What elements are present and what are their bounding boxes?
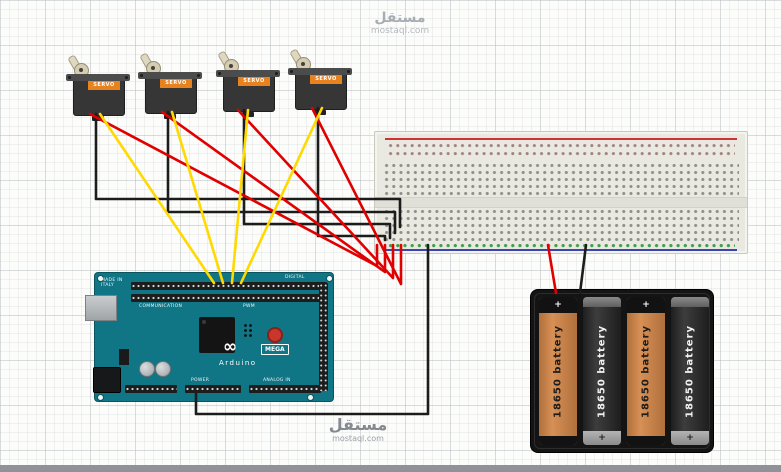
battery-cell-3[interactable]: + 18650 battery [627, 297, 665, 445]
wire-servo2-ground[interactable] [166, 110, 397, 235]
servo-label: SERVO [238, 77, 270, 86]
servo-3[interactable]: SERVO [216, 50, 280, 117]
battery-top-cap [583, 297, 621, 307]
wire-arduino-ground[interactable] [194, 243, 430, 416]
breadboard-negative-rail-line [385, 249, 737, 251]
made-in-italy-label: MADE IN ITALY [101, 278, 123, 289]
battery-positive-cap: + [627, 297, 665, 313]
digital-header-row1[interactable] [131, 282, 327, 290]
battery-negative-cap [539, 436, 577, 445]
battery-cell-2[interactable]: 18650 battery + [583, 297, 621, 445]
battery-holder-4x18650[interactable]: + 18650 battery 18650 battery + + 18650 … [530, 289, 714, 453]
wire-servo3-signal[interactable] [230, 108, 250, 285]
wire-battery-positive[interactable] [546, 243, 558, 295]
servo-4[interactable]: SERVO [288, 48, 352, 115]
breadboard-positive-rail-line [385, 138, 737, 140]
analog-in-label: ANALOG IN [263, 378, 291, 383]
mount-hole [307, 394, 314, 401]
wire-servo4-ground[interactable] [316, 106, 387, 242]
servo-body: SERVO [73, 76, 125, 116]
servo-label: SERVO [310, 75, 342, 84]
breadboard-main-holes-top[interactable] [383, 162, 739, 197]
battery-positive-cap: + [583, 431, 621, 445]
digital-header-row2[interactable] [131, 294, 327, 302]
mcu-chip [199, 317, 235, 353]
capacitor [139, 361, 155, 377]
reset-button [267, 327, 283, 343]
servo-mount-flange [138, 72, 202, 79]
wire-servo4-power[interactable] [310, 106, 403, 286]
breadboard-top-rail-holes[interactable] [387, 142, 735, 159]
analog-header[interactable] [249, 385, 321, 393]
wire-servo1-power[interactable] [88, 112, 379, 268]
communication-label: COMMUNICATION [139, 304, 183, 309]
arduino-brand-label: Arduino [219, 359, 257, 367]
arduino-model-label: MEGA [261, 344, 289, 355]
battery-cell-1[interactable]: + 18650 battery [539, 297, 577, 445]
wire-servo1-signal[interactable] [98, 112, 216, 285]
servo-mount-flange [288, 68, 352, 75]
servo-mount-flange [66, 74, 130, 81]
power-jack [93, 367, 121, 393]
digital-label: DIGITAL [285, 275, 305, 280]
breadboard-center-channel [375, 197, 747, 208]
battery-negative-cap [627, 436, 665, 445]
icsp-header [243, 323, 253, 338]
servo-label: SERVO [160, 79, 192, 88]
arduino-logo-icon: ∞ [223, 337, 238, 357]
power-header-2[interactable] [185, 385, 241, 393]
usb-port [85, 295, 117, 321]
breadboard-main-holes-bottom[interactable] [383, 208, 739, 243]
voltage-regulator [119, 349, 129, 365]
capacitor [155, 361, 171, 377]
mount-hole [326, 275, 333, 282]
servo-horn-screw [301, 62, 305, 66]
mount-hole [97, 275, 104, 282]
servo-1[interactable]: SERVO [66, 54, 130, 121]
power-header[interactable] [125, 385, 177, 393]
wire-battery-negative[interactable] [578, 243, 588, 295]
breadboard[interactable] [374, 131, 748, 254]
battery-positive-cap: + [671, 431, 709, 445]
wire-servo1-ground[interactable] [94, 112, 402, 229]
servo-horn-screw [151, 66, 155, 70]
servo-horn-screw [79, 68, 83, 72]
window-edge [0, 465, 781, 472]
breadboard-bottom-rail-holes-connected[interactable] [387, 242, 735, 250]
servo-mount-flange [216, 70, 280, 77]
wire-servo2-signal[interactable] [170, 110, 225, 285]
power-label: POWER [191, 378, 210, 383]
servo-label: SERVO [88, 81, 120, 90]
servo-2[interactable]: SERVO [138, 52, 202, 119]
servo-horn-screw [229, 64, 233, 68]
arduino-mega-board[interactable]: MADE IN ITALY COMMUNICATION PWM DIGITAL … [85, 272, 334, 402]
digital-side-header[interactable] [319, 283, 328, 391]
battery-top-cap [671, 297, 709, 307]
battery-cell-4[interactable]: 18650 battery + [671, 297, 709, 445]
battery-positive-cap: + [539, 297, 577, 313]
pwm-label: PWM [243, 304, 255, 309]
wire-servo4-signal[interactable] [239, 106, 324, 285]
mount-hole [97, 394, 104, 401]
wire-servo3-power[interactable] [236, 108, 395, 280]
servo-body: SERVO [223, 72, 275, 112]
